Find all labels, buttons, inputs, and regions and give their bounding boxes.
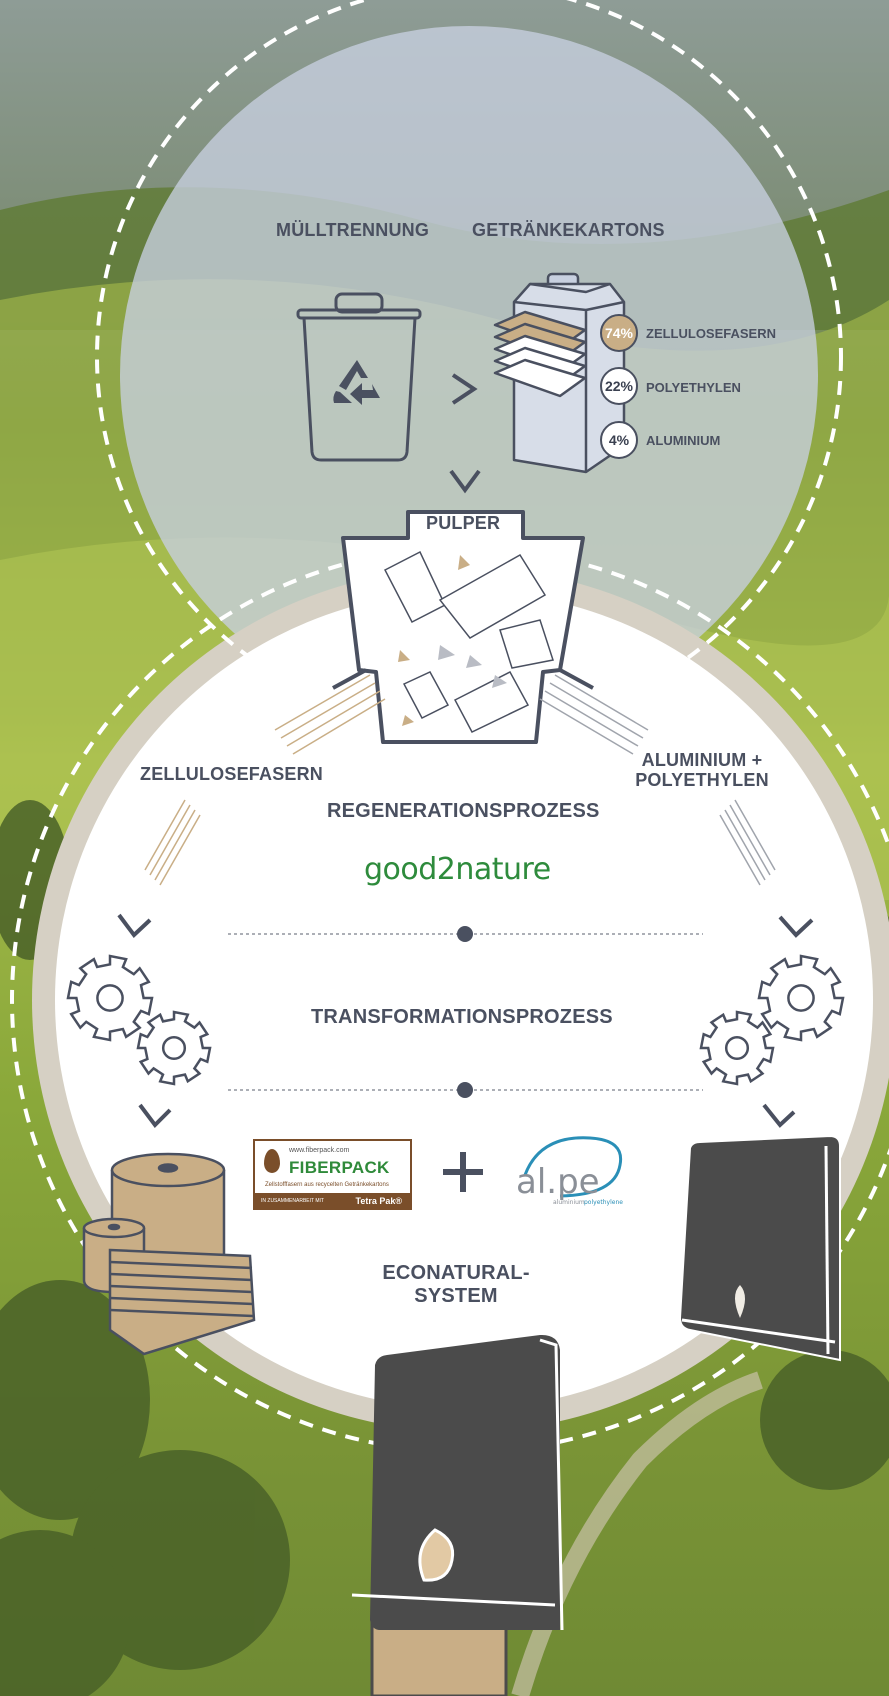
composition-percent-cellulose: 74% [600,314,638,352]
towel-dispenser-icon-right [678,1134,841,1362]
chevron-down-left-lower-icon [138,1103,172,1129]
gear-icon-right-large [757,954,845,1042]
chevron-down-right-icon [778,915,814,938]
pulper-icon [274,510,649,755]
gear-icon-right-small [699,1010,775,1086]
beverage-cartons-label: GETRÄNKEKARTONS [472,220,665,240]
gears-group [66,954,845,1086]
good2nature-logo: good2nature [364,852,551,887]
regeneration-process-label: REGENERATIONSPROZESS [327,800,600,822]
cellulose-fibers-label: ZELLULOSEFASERN [140,764,324,784]
gear-icon-left-large [66,954,154,1042]
svg-text:aluminium: aluminium [553,1199,585,1206]
chevron-down-right-lower-icon [762,1103,796,1128]
composition-label-polyethylene: POLYETHYLEN [646,380,741,395]
separator-dot-bottom [457,1082,473,1098]
aluminium-polyethylene-line2: POLYETHYLEN [635,770,769,790]
arrow-right-icon [451,373,478,405]
chevron-down-left-icon [117,913,152,938]
waste-separation-label: MÜLLTRENNUNG [276,220,430,240]
fiberpack-name: FIBERPACK [289,1158,390,1177]
fiberpack-coop: IN ZUSAMMENARBEIT MIT [261,1198,324,1204]
svg-text:al.pe: al.pe [516,1162,600,1202]
aluminium-polyethylene-label: ALUMINIUM + POLYETHYLEN [612,750,792,790]
gear-icon-left-small [136,1010,212,1086]
fiberpack-bar [255,1193,410,1208]
fiberpack-tagline: Zellstofffasern aus recycelten Getränkek… [265,1182,389,1188]
fiberpack-url: www.fiberpack.com [289,1147,350,1154]
composition-percent-polyethylene: 22% [600,367,638,405]
pulper-label: PULPER [426,513,501,533]
alupe-flow-lines [719,799,776,886]
recycle-bin-icon [296,292,422,462]
top-circle [120,26,818,724]
plus-icon [443,1152,483,1192]
gear-icon-right-large-hub [787,984,815,1012]
composition-label-cellulose: ZELLULOSEFASERN [646,326,777,341]
econatural-line1: ECONATURAL- [382,1262,530,1284]
composition-label-aluminium: ALUMINIUM [646,433,721,448]
composition-percent-aluminium: 4% [600,421,638,459]
fiberpack-leaf-icon [264,1149,280,1173]
separator-dot-top [457,926,473,942]
svg-text:polyethylene: polyethylene [584,1199,623,1206]
econatural-line2: SYSTEM [414,1285,498,1307]
aluminium-polyethylene-line1: ALUMINIUM + [641,750,763,770]
carton-layers-icon [493,272,626,474]
fiberpack-logo: www.fiberpack.com FIBERPACK Zellstofffas… [253,1139,412,1210]
towel-dispenser-icon [351,1334,564,1696]
gear-icon-left-large-hub [96,984,124,1012]
paper-roll-icon [82,1152,256,1356]
gear-icon-left-small-hub [161,1035,187,1061]
econatural-system-label: ECONATURAL- SYSTEM [356,1262,556,1308]
alpe-logo: al.pe aluminium polyethylene [516,1136,623,1206]
tetrapak-logo: Tetra Pak® [355,1196,403,1206]
transformation-process-label: TRANSFORMATIONSPROZESS [311,1006,613,1028]
arrow-down-icon [449,469,481,494]
gear-icon-right-small-hub [724,1035,750,1061]
cellulose-flow-lines [144,799,201,886]
